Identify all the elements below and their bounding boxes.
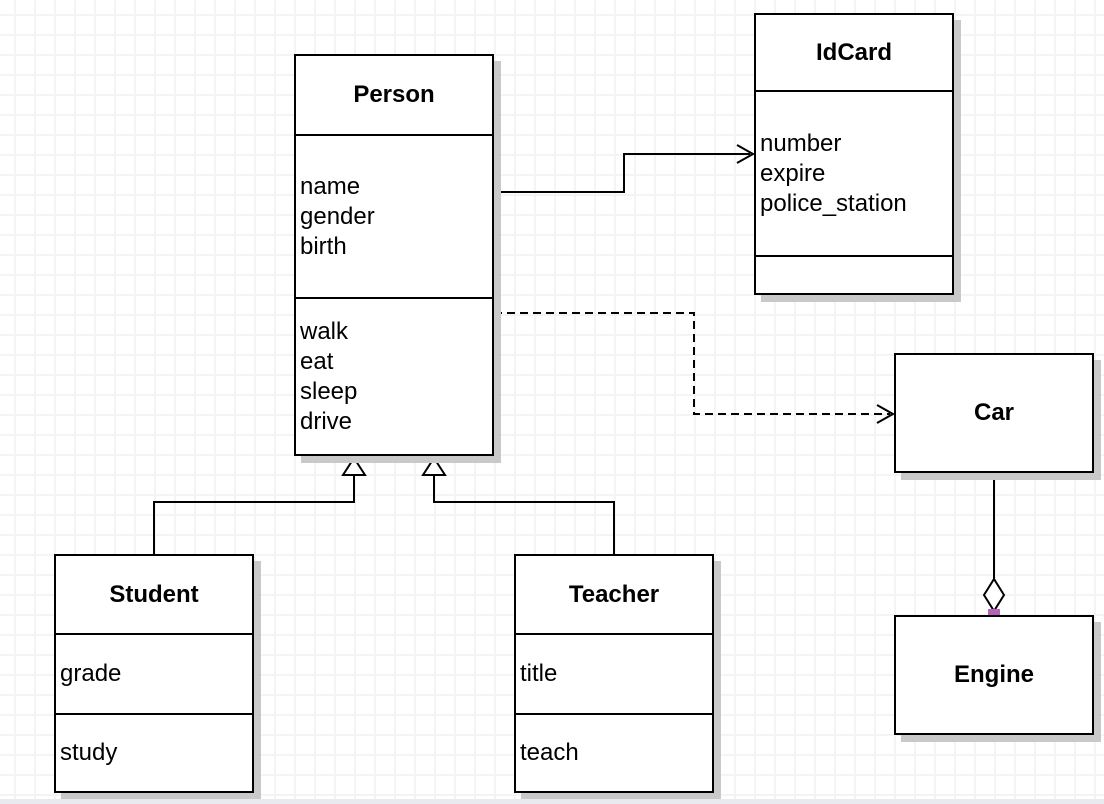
hollow-diamond-icon xyxy=(982,577,1006,613)
class-title: Person xyxy=(296,56,492,136)
inheritance-line[interactable] xyxy=(153,475,355,554)
method: eat xyxy=(300,347,334,375)
method: sleep xyxy=(300,377,358,405)
dependency-line[interactable] xyxy=(494,312,890,415)
attribute: gender xyxy=(300,202,375,230)
attributes-section: title xyxy=(516,635,712,715)
class-title: Teacher xyxy=(516,556,712,635)
attribute: police_station xyxy=(760,189,907,217)
attribute: birth xyxy=(300,232,347,260)
window-bottom-edge xyxy=(0,799,1104,804)
class-box-engine[interactable]: Engine xyxy=(894,615,1094,735)
aggregation-car-engine[interactable] xyxy=(982,468,1006,621)
open-arrow-icon xyxy=(876,404,896,424)
class-box-student[interactable]: Student grade study xyxy=(54,554,254,793)
association-person-idcard[interactable] xyxy=(494,144,756,193)
class-title: IdCard xyxy=(756,15,952,92)
method: teach xyxy=(520,739,579,766)
dependency-person-car[interactable] xyxy=(494,312,896,424)
methods-section: walk eat sleep drive xyxy=(296,299,492,454)
method: study xyxy=(60,739,118,766)
methods-section: study xyxy=(56,715,252,791)
method: drive xyxy=(300,407,353,435)
hollow-triangle-icon xyxy=(341,456,367,476)
inheritance-student-person[interactable] xyxy=(153,456,367,554)
class-box-person[interactable]: Person name gender birth walk eat sleep … xyxy=(294,54,494,456)
methods-section: teach xyxy=(516,715,712,791)
attributes-section: grade xyxy=(56,635,252,715)
method: walk xyxy=(300,317,349,345)
class-title: Engine xyxy=(953,661,1034,688)
attribute: name xyxy=(300,172,361,200)
inheritance-line[interactable] xyxy=(433,475,615,554)
class-box-teacher[interactable]: Teacher title teach xyxy=(514,554,714,793)
class-title: Car xyxy=(973,399,1015,426)
attributes-section: name gender birth xyxy=(296,136,492,299)
class-title: Student xyxy=(56,556,252,635)
open-arrow-icon xyxy=(736,144,756,164)
attribute: grade xyxy=(60,660,122,687)
attribute: title xyxy=(520,660,558,687)
attribute: expire xyxy=(760,159,826,187)
class-box-car[interactable]: Car xyxy=(894,353,1094,473)
class-box-idcard[interactable]: IdCard number expire police_station xyxy=(754,13,954,295)
inheritance-teacher-person[interactable] xyxy=(421,456,615,554)
association-line[interactable] xyxy=(494,153,750,193)
attributes-section: number expire police_station xyxy=(756,92,952,257)
attribute: number xyxy=(760,129,842,157)
hollow-triangle-icon xyxy=(421,456,447,476)
methods-section-empty xyxy=(756,257,952,293)
